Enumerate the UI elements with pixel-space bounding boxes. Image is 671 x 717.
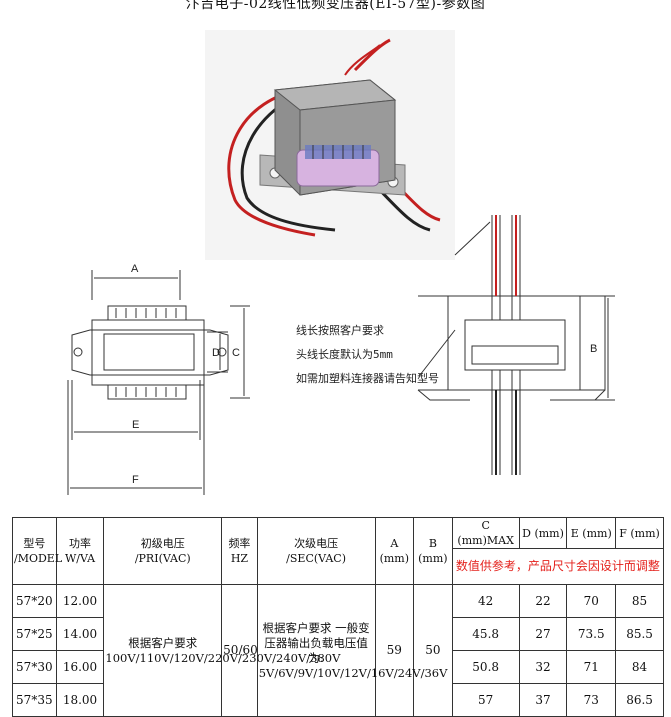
header-e: E (mm) <box>566 517 617 549</box>
header-model: 型号/MODEL <box>12 517 62 585</box>
dim-label-c: C <box>232 347 240 359</box>
header-secondary-voltage: 次级电压/SEC(VAC) <box>256 517 376 585</box>
cell-e: 70 <box>566 584 617 618</box>
cell-e: 71 <box>566 650 617 684</box>
note-line-3: 如需加塑料连接器请告知型号 <box>296 372 439 385</box>
cell-d: 22 <box>518 584 568 618</box>
cell-f: 85 <box>615 584 664 618</box>
cell-e: 73.5 <box>566 617 617 651</box>
table-row: 57*35 18.00 57 37 73 86.5 <box>12 683 664 717</box>
cell-d: 37 <box>518 683 568 717</box>
cell-c: 57 <box>451 683 520 717</box>
cell-a: 59 <box>374 584 415 717</box>
cell-model: 57*20 <box>12 584 57 618</box>
cell-f: 85.5 <box>615 617 664 651</box>
dim-label-d: D <box>212 347 220 359</box>
header-c: C (mm)MAX <box>451 517 520 549</box>
header-b: B(mm) <box>413 517 453 585</box>
table-row: 57*20 12.00 根据客户要求 100V/110V/120V/220V/2… <box>12 584 664 717</box>
cell-frequency: 50/60 <box>221 584 258 717</box>
page-title: 汴吉电子-02线性低频变压器(EI-57型)-参数图 <box>185 0 486 12</box>
cell-c: 42 <box>451 584 520 618</box>
header-a: A(mm) <box>374 517 415 585</box>
cell-model: 57*30 <box>12 650 57 684</box>
dim-label-b: B <box>590 343 597 355</box>
dim-label-f: F <box>132 474 139 486</box>
cell-power: 14.00 <box>55 617 105 651</box>
cell-b: 50 <box>413 584 453 717</box>
transformer-photo <box>205 30 455 260</box>
note-line-1: 线长按照客户要求 <box>296 324 384 337</box>
cell-d: 27 <box>518 617 568 651</box>
cell-c: 45.8 <box>451 617 520 651</box>
cell-d: 32 <box>518 650 568 684</box>
cell-power: 18.00 <box>55 683 105 717</box>
cell-primary-voltage: 根据客户要求 100V/110V/120V/220V/230V/240V/380… <box>103 584 340 717</box>
dimension-drawing: A E F D C B <box>67 215 615 495</box>
cell-c: 50.8 <box>451 650 520 684</box>
reference-note: 数值供参考，产品尺寸会因设计而调整 <box>451 548 665 585</box>
cell-power: 12.00 <box>55 584 105 618</box>
dim-label-e: E <box>132 419 139 431</box>
dim-label-a: A <box>131 263 139 275</box>
table-row: 57*25 14.00 45.8 27 73.5 85.5 <box>12 617 664 651</box>
cell-f: 84 <box>615 650 664 684</box>
note-line-2: 头线长度默认为5mm <box>296 348 393 361</box>
header-f: F (mm) <box>615 517 664 549</box>
header-d: D (mm) <box>518 517 568 549</box>
cell-model: 57*35 <box>12 683 57 717</box>
cell-e: 73 <box>566 683 617 717</box>
header-primary-voltage: 初级电压/PRI(VAC) <box>103 517 223 585</box>
cell-f: 86.5 <box>615 683 664 717</box>
cell-power: 16.00 <box>55 650 105 684</box>
cell-model: 57*25 <box>12 617 57 651</box>
cell-secondary-voltage: 根据客户要求 一般变压器输出负载电压值为: 5V/6V/9V/10V/12V/1… <box>256 584 447 717</box>
